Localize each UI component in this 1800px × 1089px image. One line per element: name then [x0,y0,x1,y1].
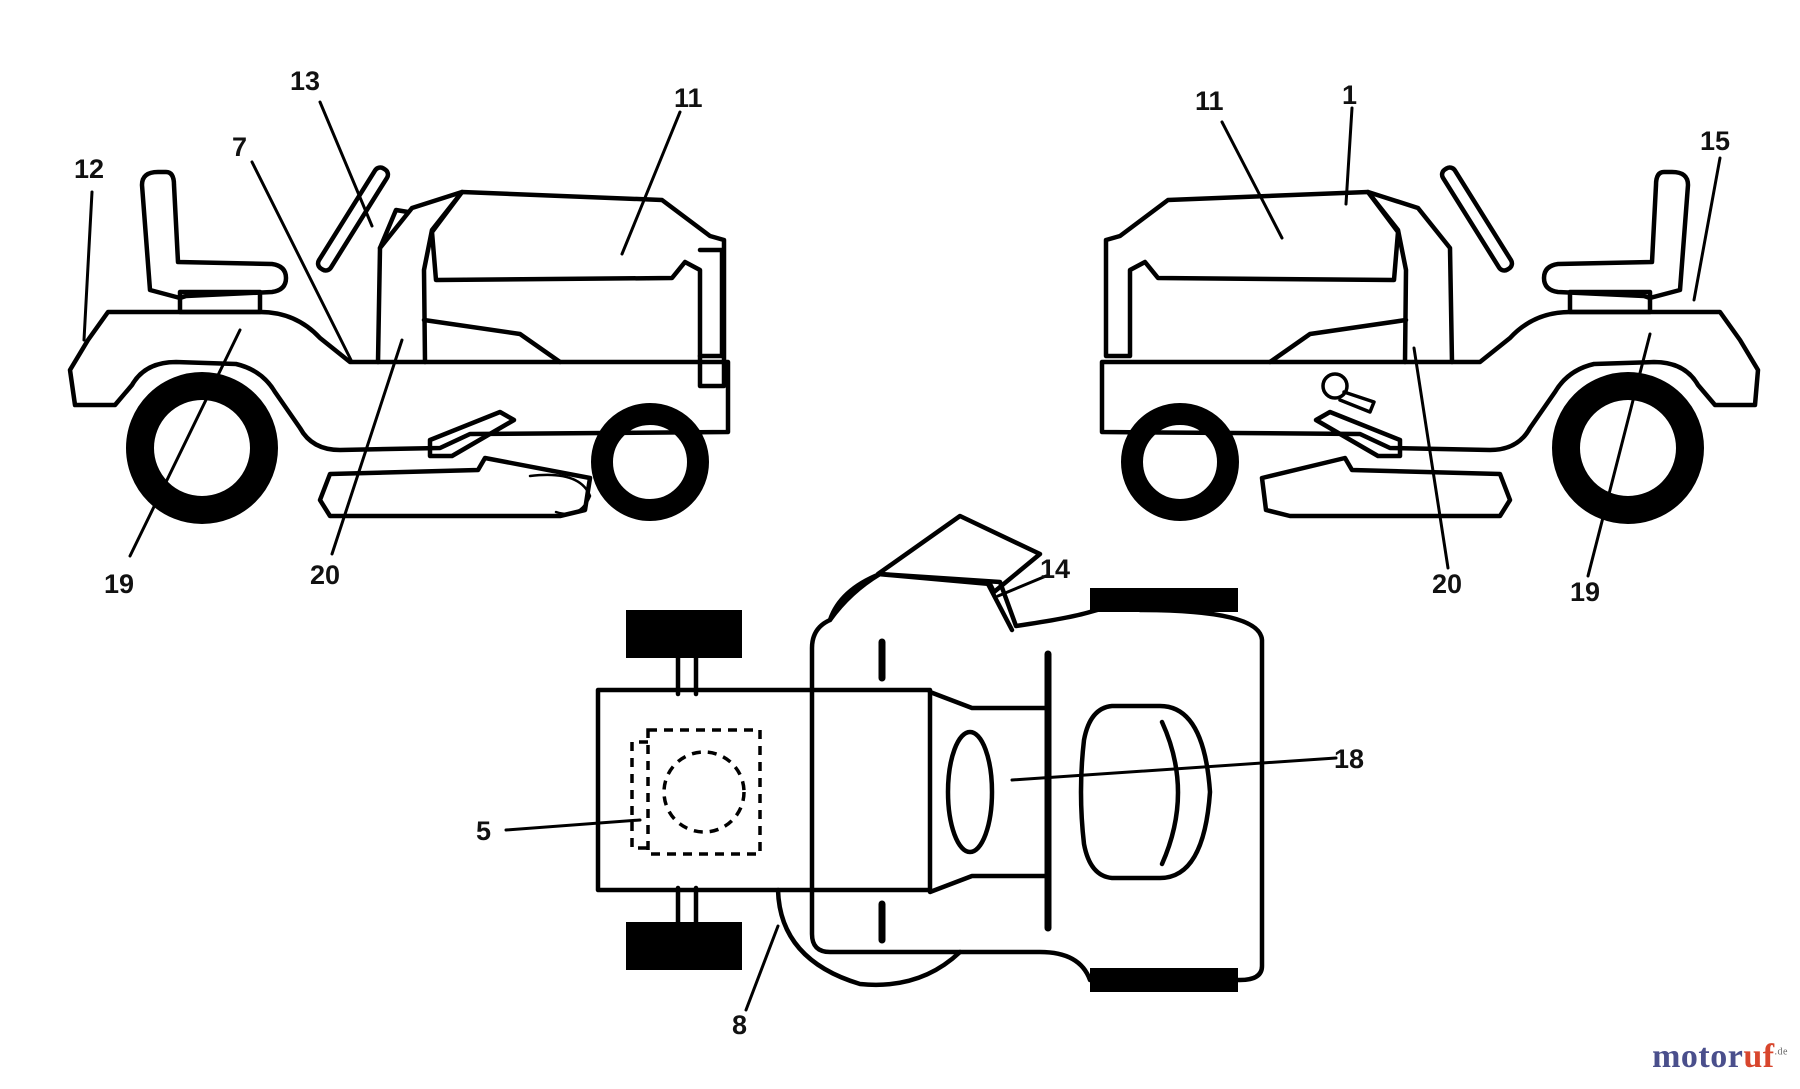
left-hood-lower [421,317,563,365]
watermark-part2: uf [1743,1038,1775,1075]
right-dash [1365,189,1455,365]
top-discharge-chute [875,513,1043,595]
top-hood-decal-circle [662,750,746,834]
callout-left-7: 7 [232,132,247,162]
right-rear-wheel-outer [1552,372,1704,524]
callout-left-20: 20 [310,560,340,590]
leader-right-1 [1344,106,1354,206]
right-knob [1321,372,1349,400]
top-view: 14 18 5 8 [476,513,1364,1040]
left-deck-chute [528,473,592,516]
leader-top-5 [504,818,642,832]
right-hood-lower [1267,317,1409,365]
callout-left-11: 11 [674,83,703,113]
top-seat-back [1159,719,1181,867]
left-hood [429,189,727,389]
top-chute-edge [985,581,1015,633]
top-dash [927,689,1051,895]
right-front-wheel-outer [1121,403,1239,521]
left-deck-lift [427,409,517,459]
leader-left-12 [82,190,94,342]
callout-right-11: 11 [1195,86,1224,116]
leader-right-20 [1412,346,1450,570]
leader-left-13 [318,100,374,228]
callout-left-13: 13 [290,66,320,96]
leader-left-7 [250,160,354,364]
right-seat [1541,169,1691,301]
callout-top-5: 5 [476,816,491,846]
top-deck-curve-lower [775,887,963,987]
callout-left-12: 12 [74,154,104,184]
right-mower-deck [1259,455,1513,519]
leader-right-11 [1220,120,1284,240]
left-rear-wheel-outer [126,372,278,524]
callout-right-20: 20 [1432,569,1462,599]
left-front-wheel-outer [591,403,709,521]
left-steering-wheel [315,165,391,273]
leader-left-20 [330,338,404,556]
top-mower-deck [809,571,1265,983]
leader-top-8 [744,924,780,1012]
top-hood-decal-tab [630,740,648,850]
callout-left-19: 19 [104,569,134,599]
leader-top-14 [996,574,1048,598]
right-lever [1338,390,1376,414]
left-mower-deck [317,455,593,519]
leader-left-19 [128,328,242,558]
left-grille [697,247,725,359]
top-hood [595,687,933,893]
right-rear-fender [1099,309,1761,453]
leader-right-15 [1692,156,1722,302]
callout-top-8: 8 [732,1010,747,1040]
top-hood-decal [646,728,762,856]
right-steering-wheel [1439,165,1515,273]
left-rear-fender [67,309,731,453]
top-seat [1078,703,1213,881]
left-steering-column [377,207,411,251]
left-seat [139,169,289,301]
right-hood [1103,189,1401,359]
watermark-part1: motor [1652,1038,1744,1075]
leader-top-18 [1010,756,1338,782]
right-deck-lift [1313,409,1403,459]
right-side-view: 11 1 15 20 19 [1099,80,1761,607]
callout-top-18: 18 [1334,744,1364,774]
callout-right-15: 15 [1700,126,1730,156]
leader-right-19 [1586,332,1652,578]
top-front-wheel-upper [626,610,742,658]
top-steering-wheel [945,729,995,855]
watermark-logo: motoruf.de [1652,1038,1788,1076]
callout-top-14: 14 [1040,554,1070,584]
top-deck-curve-upper [827,571,883,623]
watermark-suffix: .de [1774,1046,1788,1058]
callout-right-19: 19 [1570,577,1600,607]
top-front-wheel-lower [626,922,742,970]
callout-right-1: 1 [1342,80,1357,110]
left-side-view: 12 7 13 11 19 20 [67,66,731,599]
leader-left-11 [620,110,682,256]
